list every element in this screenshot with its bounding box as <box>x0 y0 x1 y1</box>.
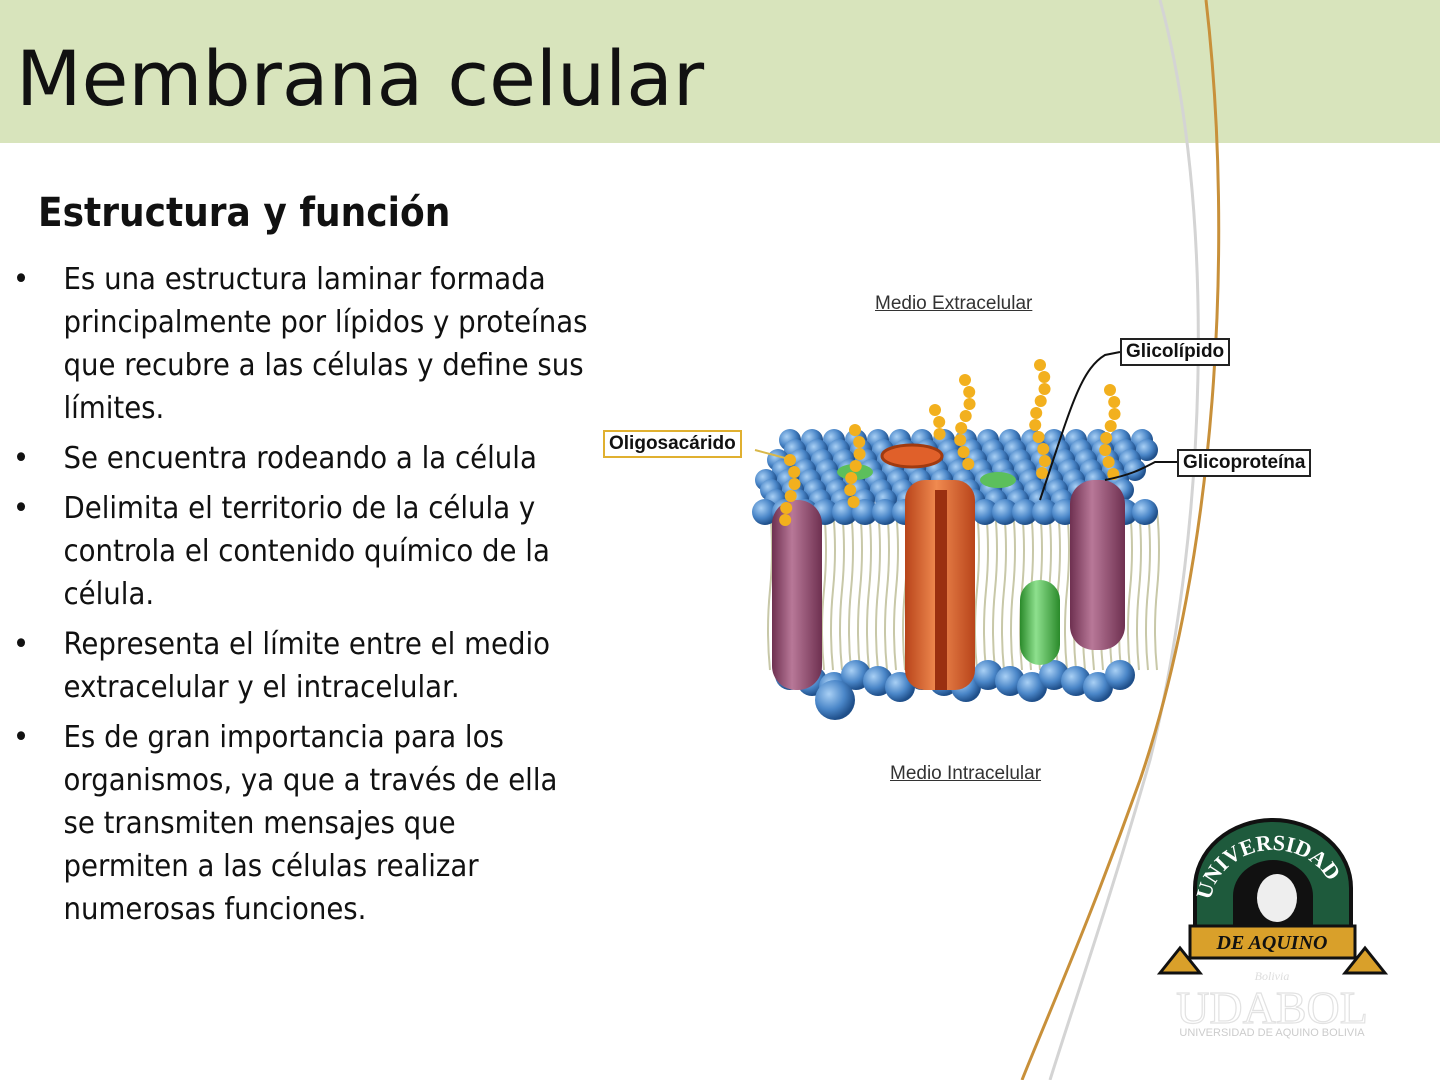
sugar-unit <box>1038 383 1051 395</box>
proteins <box>772 443 1125 690</box>
sugar-unit <box>929 404 941 416</box>
sugar-unit <box>844 484 857 496</box>
bullet-item: •Es una estructura laminar formada princ… <box>12 262 588 426</box>
sugar-unit <box>1108 408 1121 420</box>
sugar-unit <box>784 490 797 502</box>
lipid-head <box>1083 672 1113 702</box>
callout-glicoproteina: Glicoproteína <box>1177 449 1312 477</box>
sugar-unit <box>1038 371 1051 383</box>
sugar-unit <box>963 386 976 398</box>
bullet-item: •Delimita el territorio de la célula y c… <box>12 491 550 612</box>
membrane-diagram: Medio Extracelular Medio Intracelular Ol… <box>600 280 1320 800</box>
svg-text:DE AQUINO: DE AQUINO <box>1216 932 1328 954</box>
svg-text:UNIVERSIDAD DE AQUINO BOLIVIA: UNIVERSIDAD DE AQUINO BOLIVIA <box>1179 1027 1365 1039</box>
sugar-unit <box>1102 456 1115 468</box>
sugar-unit <box>1099 444 1112 456</box>
sugar-unit <box>784 454 796 466</box>
svg-text:UDABOL: UDABOL <box>1176 982 1368 1033</box>
lipid-head <box>1124 459 1146 481</box>
sugar-unit <box>847 496 860 508</box>
lipid-head <box>1032 499 1058 525</box>
sugar-unit <box>959 410 972 422</box>
lipid-head <box>815 680 855 720</box>
lipid-head <box>1105 660 1135 690</box>
sugar-unit <box>1034 359 1046 371</box>
sugar-unit <box>933 428 946 440</box>
sugar-unit <box>853 448 866 460</box>
oligosaccharide-chains <box>779 359 1121 526</box>
sugar-unit <box>1038 455 1051 467</box>
sugar-unit <box>955 422 968 434</box>
sugar-unit <box>1108 396 1121 408</box>
sugar-unit <box>780 502 793 514</box>
callout-glicolipido: Glicolípido <box>1120 338 1231 366</box>
membrane-illustration <box>752 351 1180 720</box>
sugar-unit <box>849 460 862 472</box>
label-extracellular: Medio Extracelular <box>875 293 1033 314</box>
sugar-unit <box>853 436 866 448</box>
sugar-unit <box>1030 407 1043 419</box>
lipid-head <box>752 499 778 525</box>
udabol-logo: UNIVERSIDAD DE AQUINO Bolivia UDABOL UNI… <box>1155 818 1390 1043</box>
sugar-unit <box>1029 419 1042 431</box>
lipid-head <box>992 499 1018 525</box>
glycoprotein <box>1070 480 1125 650</box>
lipid-head <box>872 499 898 525</box>
label-intracellular: Medio Intracelular <box>890 763 1042 784</box>
bullet-item: •Es de gran importancia para los organis… <box>12 720 558 927</box>
sugar-unit <box>788 478 801 490</box>
title-band <box>0 0 1440 143</box>
university-crest-icon: UNIVERSIDAD DE AQUINO Bolivia UDABOL UNI… <box>1156 818 1389 1039</box>
sugar-unit <box>1104 384 1116 396</box>
sugar-unit <box>1032 431 1045 443</box>
lipid-head <box>1012 499 1038 525</box>
lipid-head <box>1017 672 1047 702</box>
slide-title: Membrana celular <box>16 34 705 123</box>
sugar-unit <box>959 374 971 386</box>
sugar-unit <box>1034 395 1047 407</box>
sugar-unit <box>1036 467 1049 479</box>
callout-lines <box>754 351 1180 501</box>
sugar-unit <box>1104 420 1117 432</box>
sugar-unit <box>963 398 976 410</box>
sugar-unit <box>962 458 975 470</box>
lipid-head <box>1132 499 1158 525</box>
sugar-unit <box>849 424 861 436</box>
svg-text:Bolivia: Bolivia <box>1255 969 1290 983</box>
channel-protein-left <box>772 500 822 690</box>
sugar-unit <box>957 446 970 458</box>
sugar-unit <box>779 514 792 526</box>
bullet-item: •Representa el límite entre el medio ext… <box>12 627 551 705</box>
bullet-list: •Es una estructura laminar formada princ… <box>0 258 640 938</box>
lipid-head <box>1136 439 1158 461</box>
callout-oligosacarido: Oligosacárido <box>603 430 742 458</box>
bullet-item: •Se encuentra rodeando a la célula <box>12 441 537 476</box>
sugar-unit <box>933 416 946 428</box>
sugar-unit <box>954 434 967 446</box>
sugar-unit <box>1037 443 1050 455</box>
peripheral-protein <box>1020 580 1060 665</box>
sugar-unit <box>845 472 858 484</box>
slide-subtitle: Estructura y función <box>38 190 451 236</box>
sugar-unit <box>788 466 801 478</box>
lipid-head <box>852 499 878 525</box>
sugar-unit <box>1100 432 1113 444</box>
lipid-head <box>972 499 998 525</box>
